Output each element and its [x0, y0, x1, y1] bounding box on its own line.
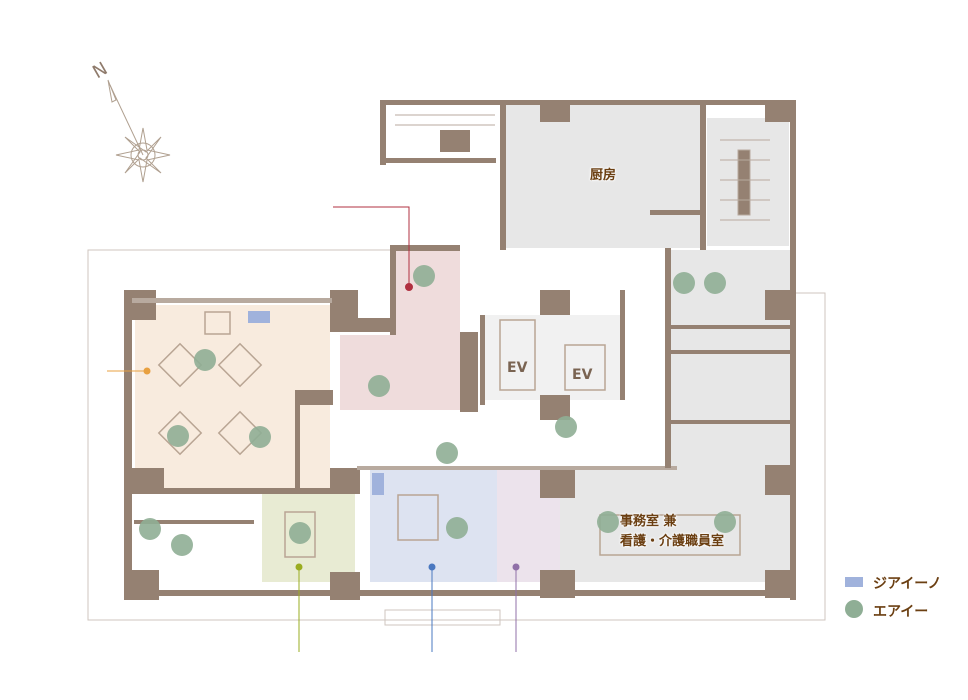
- ziaino-marker: [248, 311, 270, 323]
- compass-north-label: N: [89, 58, 111, 83]
- balcony-outline: [87, 249, 826, 626]
- walls: [124, 100, 796, 600]
- legend-ziaino-swatch: [845, 577, 863, 587]
- stairs: [395, 114, 770, 221]
- room-label-office-line1: 事務室 兼: [620, 514, 677, 529]
- callout-purple: [512, 563, 520, 652]
- dining-tables: [157, 311, 741, 558]
- room-ev: [482, 315, 622, 400]
- room-label-kitchen: 厨房: [590, 168, 617, 183]
- room-kitchen: [505, 103, 705, 248]
- room-kitchenette: [270, 305, 330, 395]
- room-pink-upper: [395, 250, 460, 335]
- room-label-office-line2: 看護・介護職員室: [620, 534, 725, 549]
- legend-aire-label: エアイー: [873, 604, 929, 620]
- room-pink-lower: [340, 335, 465, 410]
- callout-dining: [107, 367, 151, 375]
- room-label-ev-1: EV: [507, 360, 528, 376]
- aire-markers: [139, 265, 736, 556]
- callout-blue: [428, 563, 436, 652]
- room-blue: [370, 470, 497, 582]
- ziaino-marker: [372, 473, 384, 495]
- room-label-ev-2: EV: [572, 367, 593, 383]
- callout-pink: [333, 206, 413, 291]
- callout-green: [295, 563, 303, 652]
- legend-ziaino-label: ジアイーノ: [873, 576, 942, 592]
- compass-icon: [107, 79, 171, 183]
- legend-aire-swatch: [845, 600, 863, 618]
